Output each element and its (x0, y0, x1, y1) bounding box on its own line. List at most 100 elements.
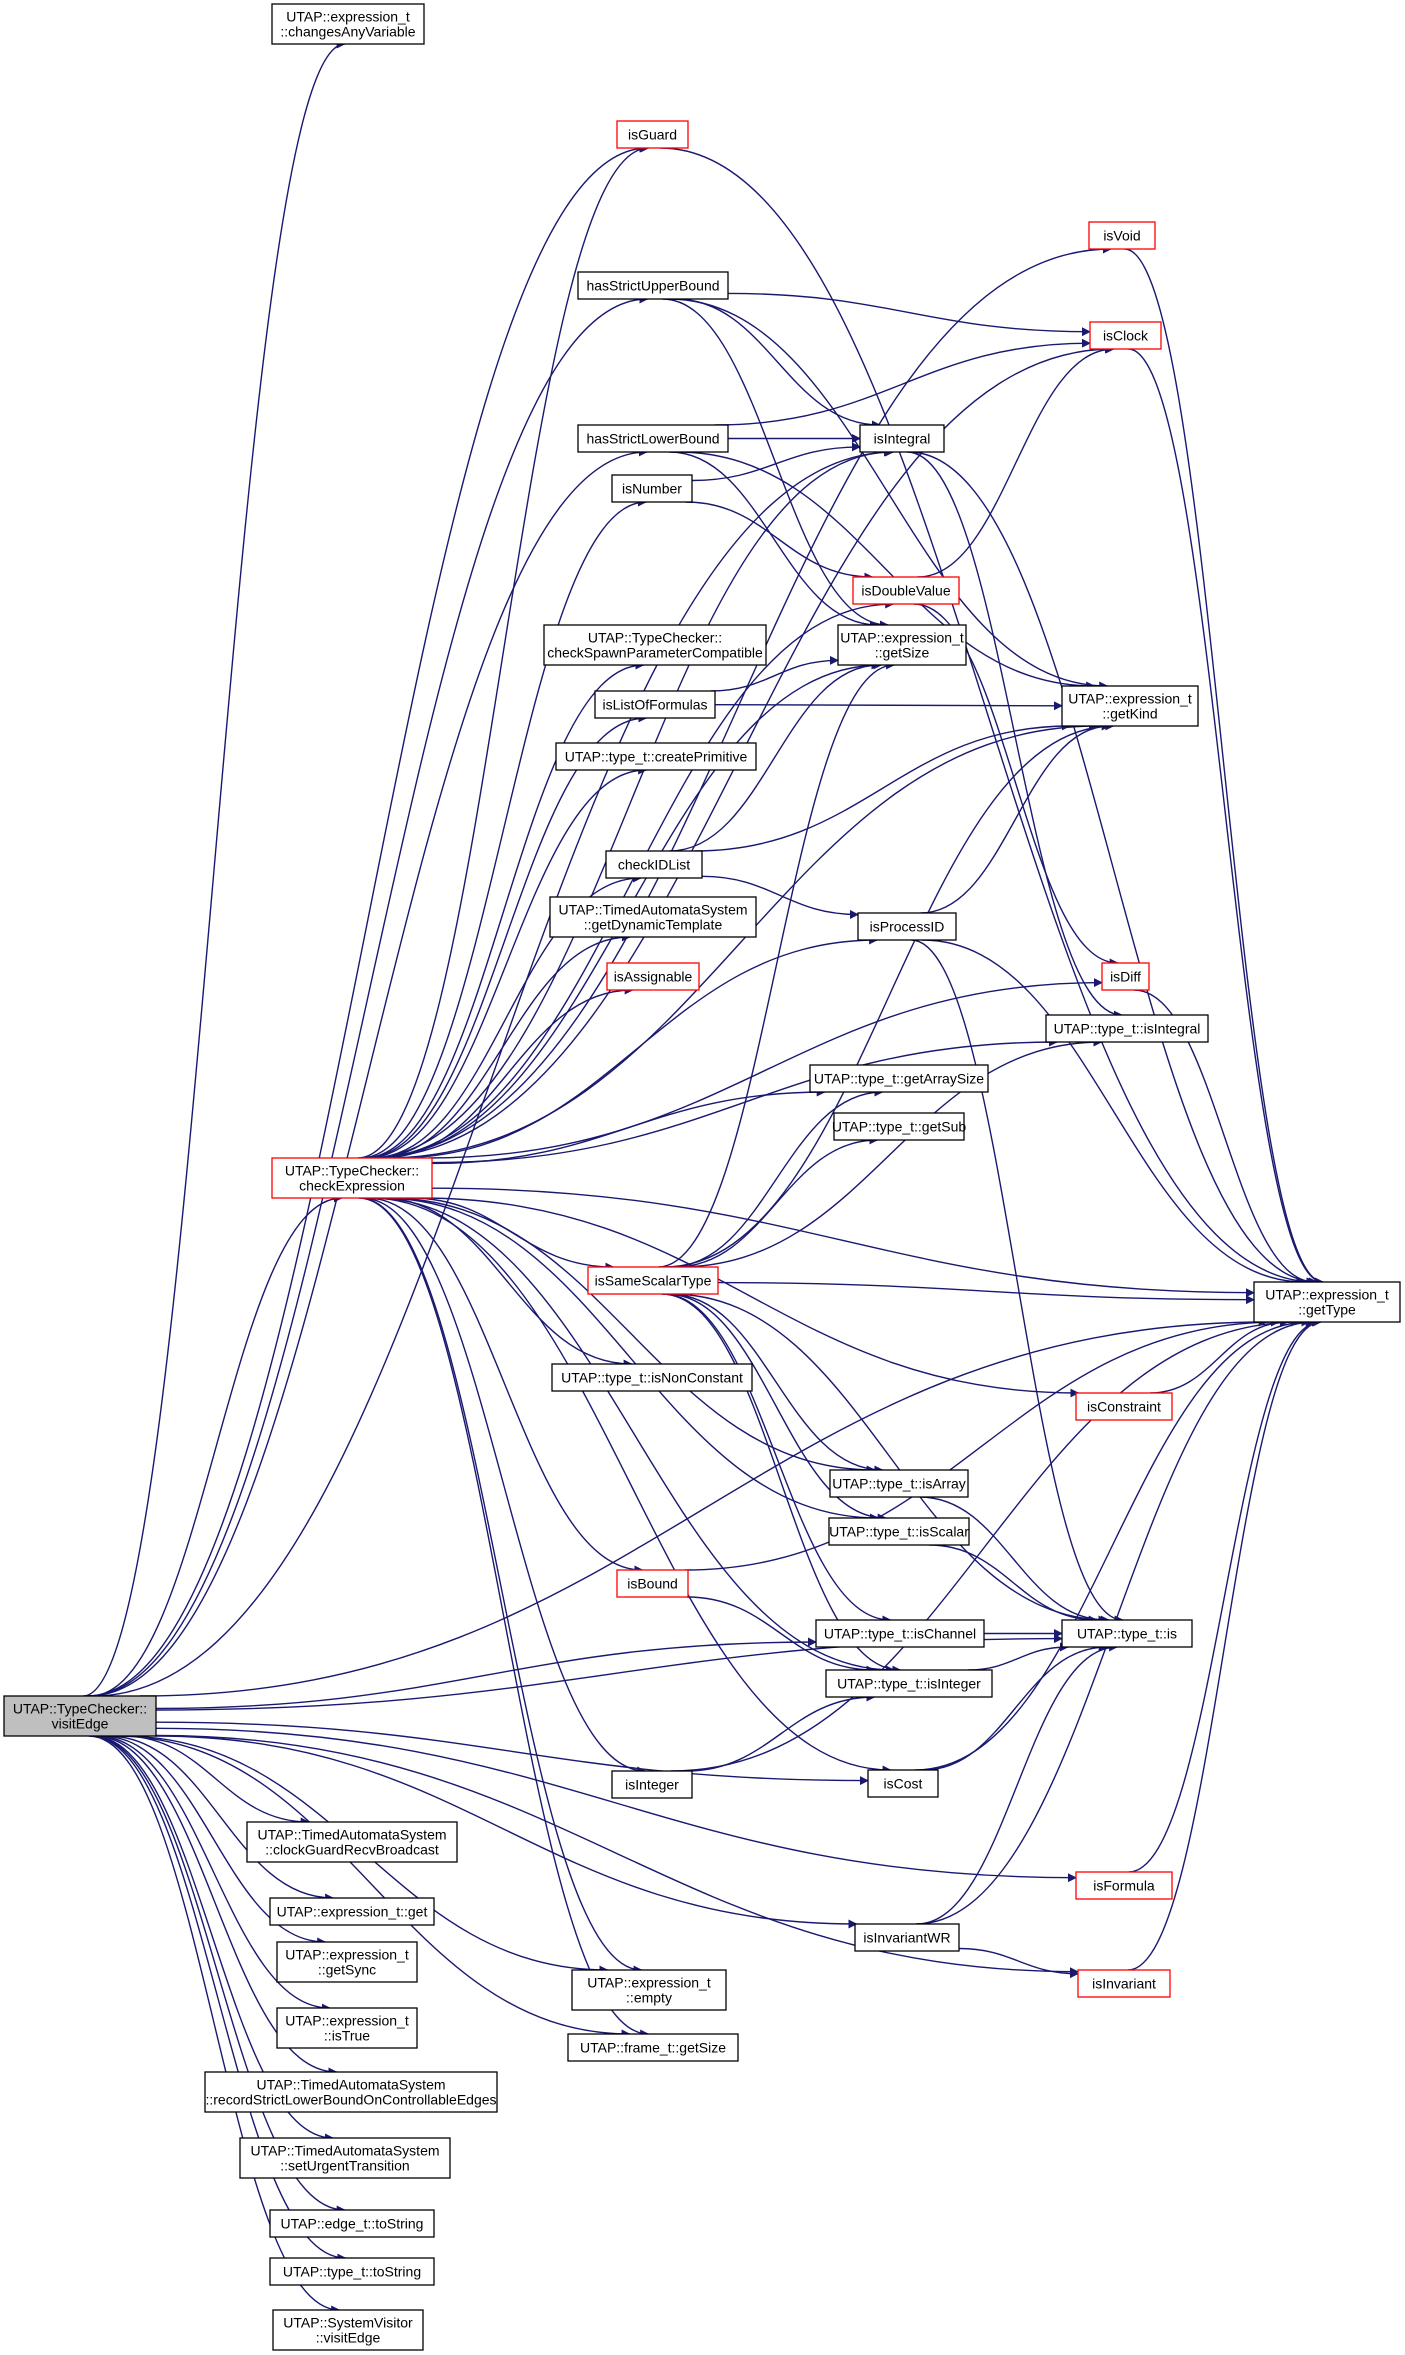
edge-checkExpression-to-isScalar (382, 1197, 879, 1523)
node-getSizeExpr[interactable]: UTAP::expression_t::getSize (837, 624, 967, 666)
edge-checkExpression-to-isConstraint (419, 1197, 1080, 1398)
node-getKind[interactable]: UTAP::expression_t::getKind (1061, 685, 1199, 727)
node-recordStrict[interactable]: UTAP::TimedAutomataSystem::recordStrictL… (204, 2071, 498, 2113)
edge-isProcessID-to-typeIs (911, 939, 1124, 1625)
edge-typeIsInteger-to-typeIs (967, 1642, 1069, 1671)
node-label-line: isBound (627, 1576, 678, 1592)
node-isConstraint[interactable]: isConstraint (1075, 1392, 1173, 1421)
node-typeIs[interactable]: UTAP::type_t::is (1061, 1619, 1193, 1648)
node-label-line: isNumber (622, 481, 682, 497)
edge-isClock-to-getType (1128, 348, 1324, 1287)
node-isClock[interactable]: isClock (1089, 321, 1162, 350)
node-typeToString[interactable]: UTAP::type_t::toString (269, 2257, 435, 2286)
node-label-line: UTAP::type_t::isIntegral (1054, 1021, 1201, 1037)
edge-checkExpression-to-isListOfFormulas (364, 713, 648, 1159)
node-clockGuard[interactable]: UTAP::TimedAutomataSystem::clockGuardRec… (246, 1821, 458, 1863)
node-isInvariantWR[interactable]: isInvariantWR (854, 1923, 960, 1952)
edge-isSameScalarType-to-isScalar (666, 1293, 887, 1523)
node-box (577, 271, 729, 300)
edge-visitEdge-to-setUrgent (91, 1735, 334, 2143)
node-frameGetSize[interactable]: UTAP::frame_t::getSize (567, 2033, 739, 2062)
edge-visitEdge-to-getSync (101, 1735, 327, 1947)
node-getArraySize[interactable]: UTAP::type_t::getArraySize (809, 1064, 989, 1093)
node-box (1089, 321, 1162, 350)
edge-isProcessID-to-getType (922, 939, 1306, 1287)
node-label-line: ::getSync (318, 1962, 376, 1978)
node-label-line: UTAP::type_t::is (1077, 1626, 1177, 1642)
node-isGuard[interactable]: isGuard (616, 120, 689, 149)
node-label-line: UTAP::TimedAutomataSystem (250, 2143, 439, 2159)
node-label-line: ::isTrue (324, 2028, 370, 2044)
node-typeIsIntegral[interactable]: UTAP::type_t::isIntegral (1045, 1014, 1209, 1043)
node-box (239, 2137, 451, 2179)
node-box (1253, 1281, 1401, 1323)
edge-visitEdge-to-isChannel (155, 1637, 817, 1710)
node-isAssignable[interactable]: isAssignable (606, 962, 700, 991)
node-label-line: isListOfFormulas (602, 697, 707, 713)
node-isInteger[interactable]: isInteger (611, 1770, 693, 1799)
node-getSync[interactable]: UTAP::expression_t::getSync (276, 1941, 418, 1983)
node-sysVisitEdge[interactable]: UTAP::SystemVisitor::visitEdge (272, 2309, 424, 2351)
node-isScalar[interactable]: UTAP::type_t::isScalar (828, 1517, 970, 1546)
node-box (809, 1064, 989, 1093)
node-edgeToString[interactable]: UTAP::edge_t::toString (269, 2209, 435, 2238)
node-exprGet[interactable]: UTAP::expression_t::get (269, 1897, 435, 1926)
node-getType[interactable]: UTAP::expression_t::getType (1253, 1281, 1401, 1323)
node-box (571, 1969, 727, 2011)
node-isInvariant[interactable]: isInvariant (1077, 1969, 1171, 1998)
node-box (543, 624, 767, 666)
node-empty[interactable]: UTAP::expression_t::empty (571, 1969, 727, 2011)
node-checkSpawn[interactable]: UTAP::TypeChecker::checkSpawnParameterCo… (543, 624, 767, 666)
edge-checkExpression-to-isDiff (428, 978, 1103, 1159)
node-isSameScalarType[interactable]: isSameScalarType (587, 1266, 719, 1295)
node-isListOfFormulas[interactable]: isListOfFormulas (594, 690, 716, 719)
node-isNumber[interactable]: isNumber (611, 474, 693, 503)
edge-visitEdge-to-isInvariantWR (154, 1735, 858, 1929)
node-isProcessID[interactable]: isProcessID (857, 912, 957, 941)
node-setUrgent[interactable]: UTAP::TimedAutomataSystem::setUrgentTran… (239, 2137, 451, 2179)
node-isDiff[interactable]: isDiff (1101, 962, 1150, 991)
node-hasStrictUpperBound[interactable]: hasStrictUpperBound (577, 271, 729, 300)
node-isArray[interactable]: UTAP::type_t::isArray (829, 1469, 969, 1498)
edge-checkExpression-to-getKind (384, 721, 1098, 1159)
node-createPrimitive[interactable]: UTAP::type_t::createPrimitive (555, 742, 757, 771)
node-box (852, 576, 960, 605)
node-isCost[interactable]: isCost (867, 1769, 939, 1798)
node-hasStrictLowerBound[interactable]: hasStrictLowerBound (577, 424, 729, 453)
node-typeIsInteger[interactable]: UTAP::type_t::isInteger (825, 1669, 993, 1698)
node-isChannel[interactable]: UTAP::type_t::isChannel (815, 1619, 985, 1648)
node-label-line: UTAP::TypeChecker:: (588, 630, 722, 646)
edge-isInvariantWR-to-isInvariant (958, 1947, 1079, 1979)
node-box (269, 2209, 435, 2238)
edge-checkExpression-to-getArraySize (431, 1087, 826, 1165)
node-changesAnyVariable[interactable]: UTAP::expression_t::changesAnyVariable (271, 3, 425, 45)
node-isVoid[interactable]: isVoid (1088, 221, 1156, 250)
node-isBound[interactable]: isBound (616, 1569, 689, 1598)
node-exprIsTrue[interactable]: UTAP::expression_t::isTrue (276, 2007, 418, 2049)
edge-isNumber-to-isIntegral (691, 442, 861, 482)
node-box (606, 962, 700, 991)
node-getDynamicTemplate[interactable]: UTAP::TimedAutomataSystem::getDynamicTem… (549, 896, 757, 938)
edge-visitEdge-to-isIntegral (92, 447, 895, 1697)
node-isIntegral[interactable]: isIntegral (859, 424, 945, 453)
node-box (815, 1619, 985, 1648)
edge-isInteger-to-typeIsInteger (686, 1692, 876, 1772)
node-label-line: ::getType (1298, 1302, 1356, 1318)
node-box (271, 3, 425, 45)
node-isFormula[interactable]: isFormula (1075, 1871, 1173, 1900)
node-checkIDList[interactable]: checkIDList (605, 850, 703, 879)
node-label-line: isInvariant (1092, 1976, 1156, 1992)
edge-visitEdge-to-isCost (155, 1721, 869, 1786)
node-box (1088, 221, 1156, 250)
node-checkExpression[interactable]: UTAP::TypeChecker::checkExpression (271, 1157, 433, 1199)
node-label-line: UTAP::type_t::createPrimitive (565, 749, 748, 765)
edge-visitEdge-to-checkExpression (90, 1193, 343, 1697)
node-getSub[interactable]: UTAP::type_t::getSub (832, 1112, 967, 1141)
node-box (246, 1821, 458, 1863)
edge-visitEdge-to-clockGuard (123, 1735, 310, 1827)
edge-checkExpression-to-checkIDList (371, 873, 642, 1159)
node-isDoubleValue[interactable]: isDoubleValue (852, 576, 960, 605)
node-box (825, 1669, 993, 1698)
node-isNonConstant[interactable]: UTAP::type_t::isNonConstant (551, 1363, 753, 1392)
node-label-line: UTAP::expression_t (286, 9, 410, 25)
